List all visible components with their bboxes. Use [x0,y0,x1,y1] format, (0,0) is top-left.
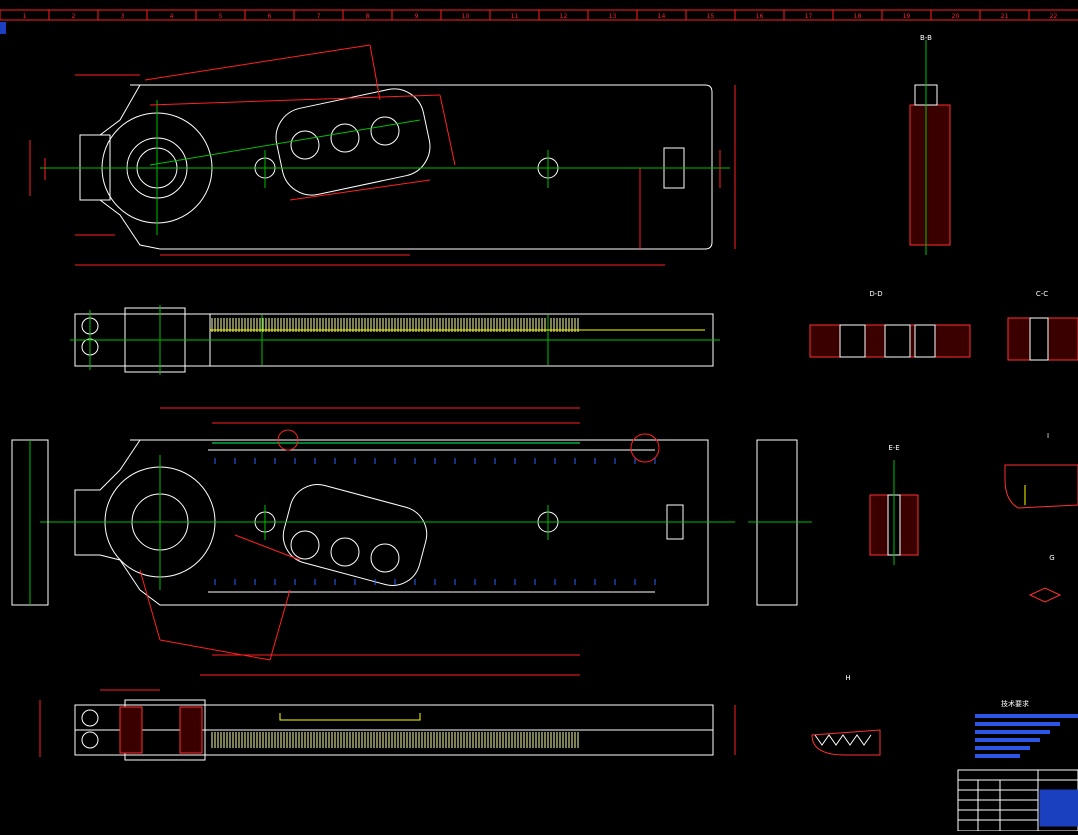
ruler-number: 19 [903,13,911,20]
bottom-hatch [119,706,203,754]
section-e-view: I [1004,432,1078,509]
upper-side-lines [70,305,720,375]
bottom-side-view [74,699,714,761]
upper-plan-view [79,84,713,250]
ruler-number: 3 [121,13,125,20]
ruler-number: 18 [854,13,862,20]
lower-plan-centerlines [40,455,735,590]
notes-title: 技术要求 [1001,699,1029,708]
ruler-number: 16 [756,13,764,20]
upper-plan-centerlines [40,100,730,235]
section-c-view: C-C [1007,290,1078,361]
ruler-number: 17 [805,13,813,20]
detail-g-view: G [1028,554,1062,603]
detail-h-label: H [845,674,850,682]
ruler-number: 1 [23,13,27,20]
ruler-number: 15 [707,13,715,20]
ruler-number: 6 [268,13,272,20]
lower-plan-dimensions [139,407,660,676]
bottom-side-slot [279,713,421,721]
section-b-view: D-D [809,290,971,358]
ruler-number: 10 [462,13,470,20]
ruler-number: 4 [170,13,174,20]
upper-plan-dimensions [29,44,736,266]
bottom-side-rack [211,732,579,748]
section-a-view: B-B [909,34,951,255]
left-end-view [11,439,49,606]
section-b-label: D-D [869,290,882,298]
ruler-number: 2 [72,13,76,20]
ruler-number: 21 [1001,13,1009,20]
section-d-label: E-E [888,444,899,452]
ruler-number: 22 [1050,13,1058,20]
detail-h-view: H [811,674,881,756]
title-block [957,769,1078,832]
ruler-number: 5 [219,13,223,20]
technical-notes: 技术要求 [975,699,1078,758]
ruler-number: 8 [366,13,370,20]
lower-plan-ticks [214,458,656,585]
layer-tag [0,22,6,34]
section-a-label: B-B [920,34,932,42]
ruler-number: 9 [415,13,419,20]
ruler-number: 14 [658,13,666,20]
ruler-number: 12 [560,13,568,20]
ruler-number: 7 [317,13,321,20]
bottom-dimensions [39,689,736,757]
right-end-view [748,439,812,606]
section-e-label: I [1047,432,1049,440]
section-c-label: C-C [1036,290,1048,298]
ruler-number: 11 [511,13,519,20]
ruler-number: 20 [952,13,960,20]
section-d-view: E-E [869,444,919,565]
ruler-number: 13 [609,13,617,20]
detail-g-label: G [1049,554,1054,562]
